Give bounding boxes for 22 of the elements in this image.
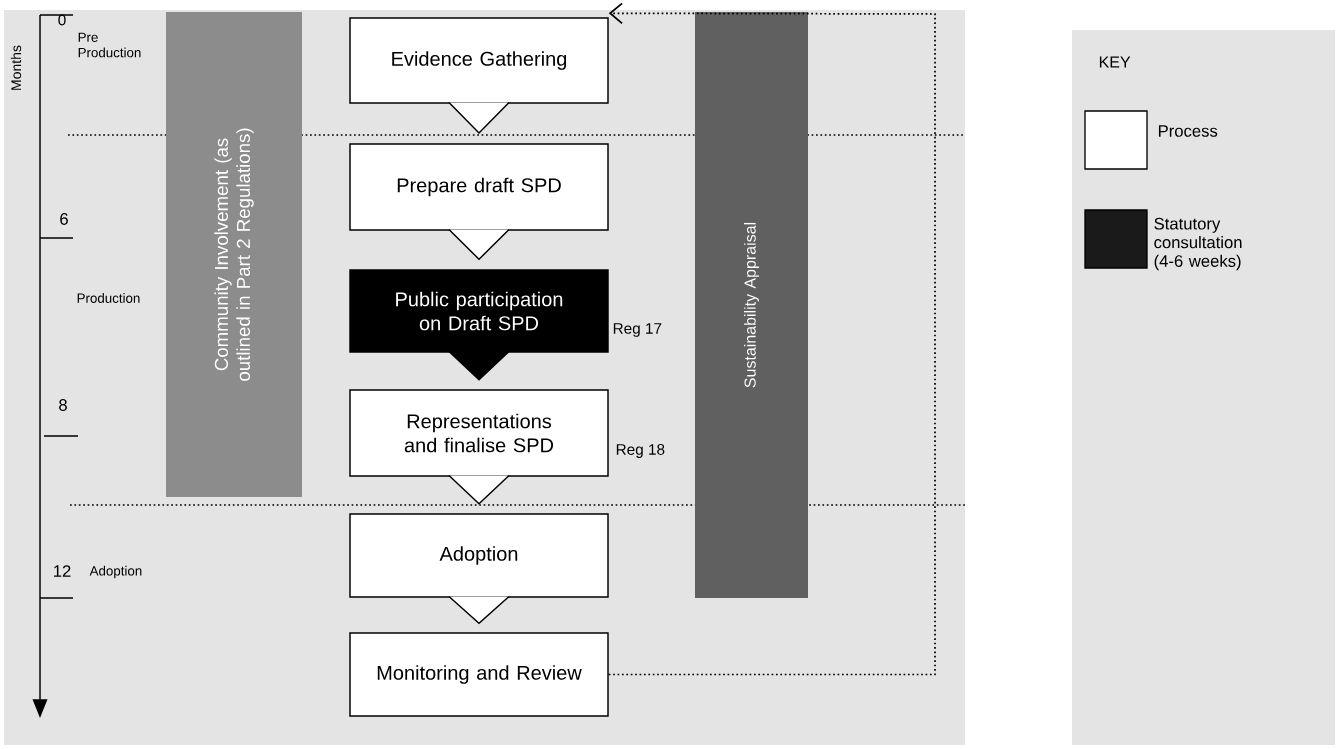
vertical-band: Sustainability Appraisal: [695, 12, 808, 598]
tick-label: 12: [54, 565, 71, 577]
chevron-arrow: [448, 350, 510, 381]
regulation-label: Reg 18: [616, 444, 665, 458]
phase-label: Adoption: [89, 565, 142, 579]
phase-label: Production: [77, 293, 140, 303]
tick-label: 6: [60, 213, 68, 225]
legend-label: Statutory consultation (4-6 weeks): [1154, 217, 1242, 271]
tick-label: 0: [58, 14, 66, 26]
axis-title: Months: [10, 45, 22, 90]
legend-label: Process: [1158, 125, 1218, 137]
chevron-arrow: [448, 228, 510, 261]
process-box: Monitoring and Review: [349, 632, 609, 717]
feedback-arrow: [607, 2, 936, 676]
vertical-band: Community Involvement (as outlined in Part 2 Regulations): [166, 12, 302, 497]
phase-label: Pre Production: [78, 32, 141, 58]
chevron-arrow: [448, 474, 510, 505]
key-title: KEY: [1099, 56, 1131, 68]
tick-label: 8: [59, 399, 67, 411]
chevron-arrow: [448, 595, 510, 625]
regulation-label: Reg 17: [613, 323, 662, 337]
chevron-arrow: [448, 101, 510, 135]
